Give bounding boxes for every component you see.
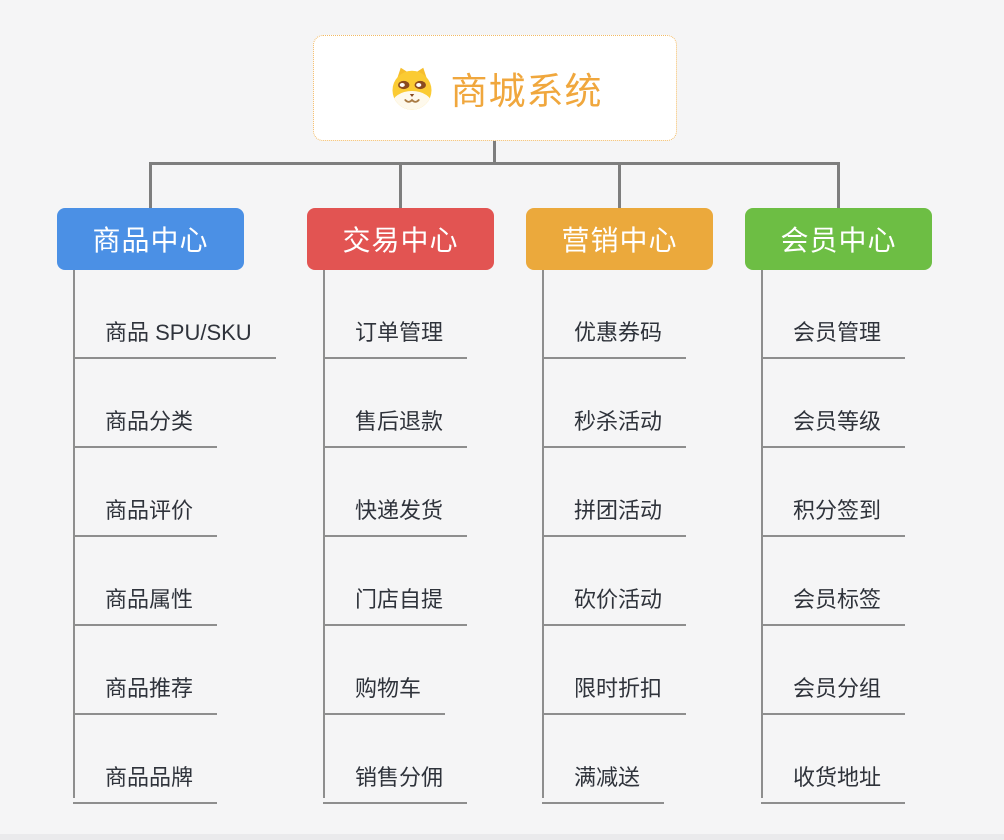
child-topic[interactable]: 门店自提: [323, 587, 468, 626]
branch-topic-member-center[interactable]: 会员中心: [745, 208, 932, 270]
branch-child-line: [542, 270, 544, 798]
child-topic[interactable]: 砍价活动: [542, 587, 687, 626]
children-member-center: 会员管理 会员等级 积分签到 会员标签 会员分组 收货地址: [761, 270, 906, 804]
connector-drop-branch-4: [837, 164, 840, 208]
connector-drop-branch-2: [399, 164, 402, 208]
canvas-bottom-strip: [0, 834, 1004, 840]
child-topic[interactable]: 售后退款: [323, 409, 468, 448]
child-topic[interactable]: 快递发货: [323, 498, 468, 537]
root-topic-label: 商城系统: [450, 71, 603, 112]
child-topic[interactable]: 会员标签: [761, 587, 906, 626]
branch-label: 会员中心: [780, 225, 897, 256]
dog-face-icon: [392, 67, 431, 110]
child-topic[interactable]: 商品推荐: [73, 676, 218, 715]
child-topic[interactable]: 商品品牌: [73, 765, 218, 804]
branch-topic-marketing-center[interactable]: 营销中心: [526, 208, 713, 270]
branch-child-line: [761, 270, 763, 798]
child-topic[interactable]: 会员管理: [761, 320, 906, 359]
child-topic[interactable]: 购物车: [323, 676, 446, 715]
child-topic[interactable]: 拼团活动: [542, 498, 687, 537]
children-marketing-center: 优惠券码 秒杀活动 拼团活动 砍价活动 限时折扣 满减送: [542, 270, 687, 804]
connector-root-stub: [493, 140, 496, 163]
child-topic[interactable]: 秒杀活动: [542, 409, 687, 448]
child-topic[interactable]: 销售分佣: [323, 765, 468, 804]
child-topic[interactable]: 优惠券码: [542, 320, 687, 359]
connector-drop-branch-1: [149, 164, 152, 208]
branch-label: 交易中心: [342, 225, 459, 256]
child-topic[interactable]: 满减送: [542, 765, 665, 804]
children-trade-center: 订单管理 售后退款 快递发货 门店自提 购物车 销售分佣: [323, 270, 468, 804]
child-topic[interactable]: 会员分组: [761, 676, 906, 715]
children-product-center: 商品 SPU/SKU 商品分类 商品评价 商品属性 商品推荐 商品品牌: [73, 270, 276, 804]
connector-drop-branch-3: [618, 164, 621, 208]
branch-topic-trade-center[interactable]: 交易中心: [307, 208, 494, 270]
child-topic[interactable]: 积分签到: [761, 498, 906, 537]
child-topic[interactable]: 商品 SPU/SKU: [73, 320, 276, 359]
branch-label: 营销中心: [561, 225, 678, 256]
child-topic[interactable]: 商品属性: [73, 587, 218, 626]
connector-horizontal-rail: [149, 162, 840, 165]
branch-label: 商品中心: [92, 225, 209, 256]
branch-child-line: [323, 270, 325, 798]
child-topic[interactable]: 商品评价: [73, 498, 218, 537]
child-topic[interactable]: 收货地址: [761, 765, 906, 804]
child-topic[interactable]: 订单管理: [323, 320, 468, 359]
root-topic[interactable]: 商城系统: [313, 35, 677, 141]
child-topic[interactable]: 限时折扣: [542, 676, 687, 715]
branch-child-line: [73, 270, 75, 798]
branch-topic-product-center[interactable]: 商品中心: [57, 208, 244, 270]
child-topic[interactable]: 会员等级: [761, 409, 906, 448]
child-topic[interactable]: 商品分类: [73, 409, 218, 448]
